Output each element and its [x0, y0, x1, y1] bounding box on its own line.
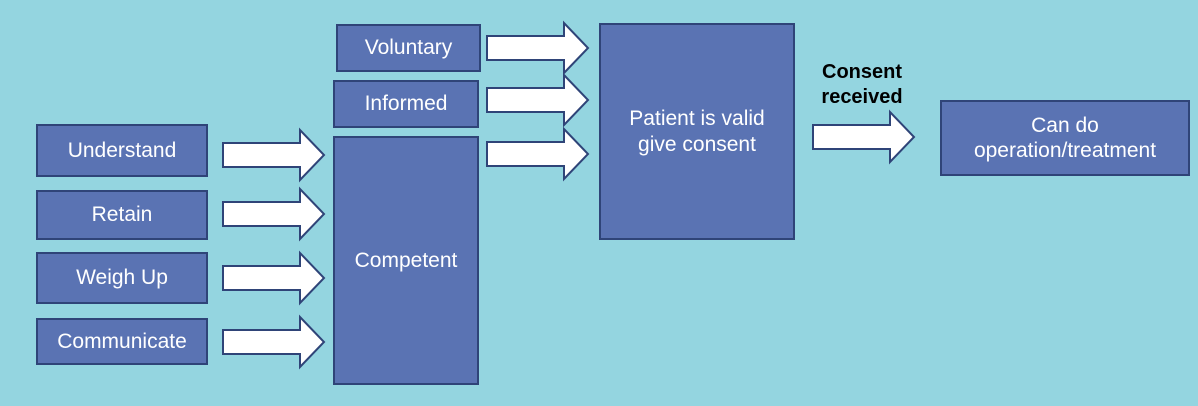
competent-box: Competent	[333, 136, 479, 385]
voluntary-label: Voluntary	[364, 36, 453, 60]
understand-label: Understand	[67, 138, 177, 162]
understand-box: Understand	[36, 124, 208, 177]
patient-valid-label: Patient is valid give consent	[629, 107, 765, 156]
arrow-right-icon	[222, 127, 326, 183]
arrow-right-icon	[812, 109, 916, 165]
arrow-communicate-to-competent	[222, 314, 326, 370]
weigh-up-box: Weigh Up	[36, 252, 208, 304]
arrow-right-icon	[222, 186, 326, 242]
informed-box: Informed	[333, 80, 479, 128]
can-do-box: Can do operation/treatment	[940, 100, 1190, 176]
can-do-label: Can do operation/treatment	[973, 113, 1157, 162]
consent-received-label: Consent received	[821, 61, 903, 108]
arrow-right-icon	[222, 250, 326, 306]
voluntary-box: Voluntary	[336, 24, 481, 72]
arrow-informed-to-patient	[486, 72, 590, 128]
arrow-right-icon	[222, 314, 326, 370]
arrow-voluntary-to-patient	[486, 20, 590, 76]
competent-label: Competent	[354, 248, 458, 272]
arrow-weigh-up-to-competent	[222, 250, 326, 306]
weigh-up-label: Weigh Up	[76, 266, 168, 290]
arrow-understand-to-competent	[222, 127, 326, 183]
communicate-box: Communicate	[36, 318, 208, 365]
arrow-right-icon	[486, 20, 590, 76]
arrow-right-icon	[486, 126, 590, 182]
arrow-retain-to-competent	[222, 186, 326, 242]
arrow-patient-to-can-do	[812, 109, 916, 165]
informed-label: Informed	[364, 92, 448, 116]
arrow-right-icon	[486, 72, 590, 128]
patient-valid-box: Patient is valid give consent	[599, 23, 795, 240]
arrow-competent-to-patient	[486, 126, 590, 182]
retain-label: Retain	[91, 203, 153, 227]
retain-box: Retain	[36, 190, 208, 240]
communicate-label: Communicate	[57, 329, 187, 353]
